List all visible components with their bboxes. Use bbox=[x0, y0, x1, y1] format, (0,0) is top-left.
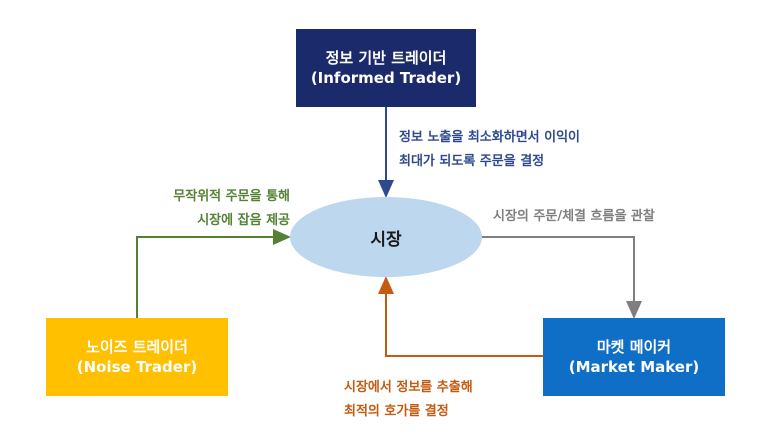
extract-flow-label-line1: 시장에서 정보를 추출해 bbox=[344, 380, 473, 395]
market-ellipse: 시장 bbox=[290, 197, 482, 277]
noise-flow-label-line1: 무작위적 주문을 통해 bbox=[173, 189, 290, 204]
observe-flow-label: 시장의 주문/체결 흐름을 관찰 bbox=[493, 209, 655, 224]
arrow-market-to-maker bbox=[482, 236, 642, 319]
extract-flow-label: 시장에서 정보를 추출해 최적의 호가를 결정 bbox=[344, 376, 473, 424]
informed-trader-title: 정보 기반 트레이더 bbox=[325, 48, 447, 67]
market-label: 시장 bbox=[370, 229, 402, 250]
market-maker-title: 마켓 메이커 bbox=[596, 337, 672, 356]
informed-flow-label-line1: 정보 노출을 최소화하면서 이익이 bbox=[399, 130, 581, 145]
informed-trader-subtitle: (Informed Trader) bbox=[310, 69, 462, 87]
informed-trader-box: 정보 기반 트레이더 (Informed Trader) bbox=[296, 29, 476, 107]
arrow-noise-to-market bbox=[136, 229, 291, 318]
informed-flow-label: 정보 노출을 최소화하면서 이익이 최대가 되도록 주문을 결정 bbox=[399, 126, 580, 174]
extract-flow-label-line2: 최적의 호가를 결정 bbox=[344, 404, 449, 419]
market-maker-box: 마켓 메이커 (Market Maker) bbox=[543, 318, 725, 396]
noise-trader-title: 노이즈 트레이더 bbox=[86, 337, 188, 356]
noise-trader-box: 노이즈 트레이더 (Noise Trader) bbox=[46, 318, 228, 396]
noise-flow-label: 무작위적 주문을 통해 시장에 잡음 제공 bbox=[140, 185, 290, 233]
noise-trader-subtitle: (Noise Trader) bbox=[76, 358, 198, 376]
market-maker-subtitle: (Market Maker) bbox=[568, 358, 700, 376]
informed-flow-label-line2: 최대가 되도록 주문을 결정 bbox=[399, 154, 545, 169]
arrow-maker-to-market bbox=[378, 276, 543, 357]
noise-flow-label-line2: 시장에 잡음 제공 bbox=[197, 213, 290, 228]
